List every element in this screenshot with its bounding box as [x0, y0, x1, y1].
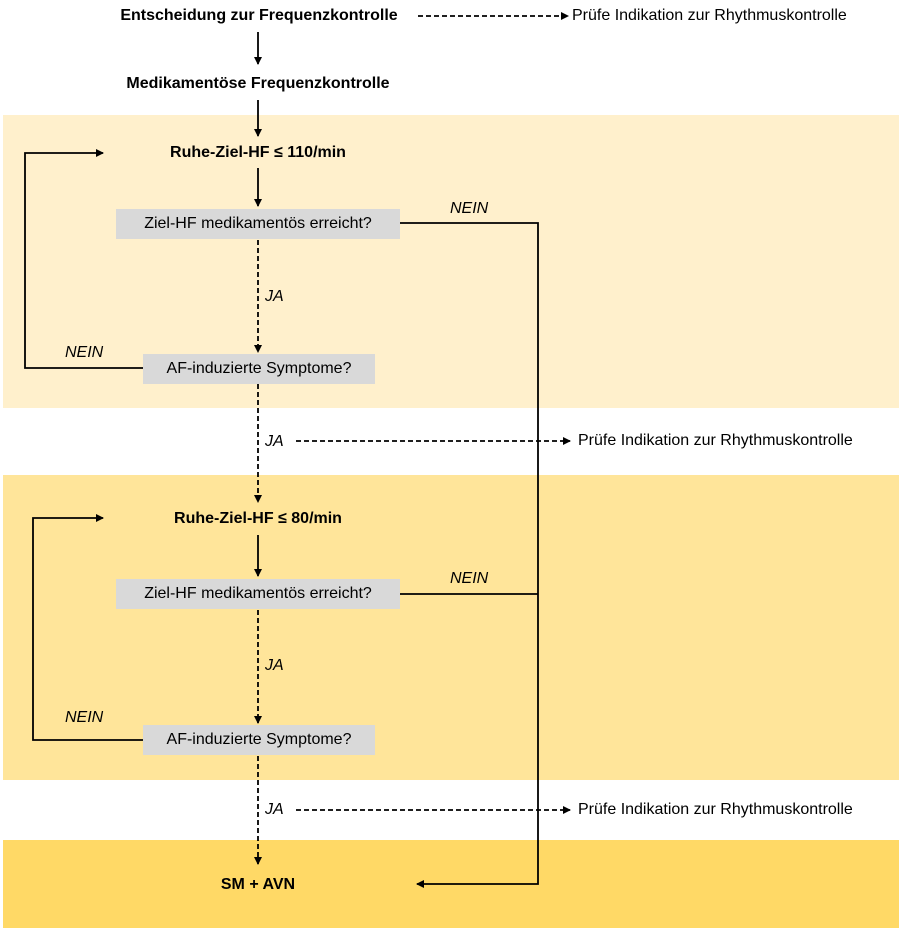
node-target-hr-110: Ruhe-Ziel-HF ≤ 110/min — [170, 144, 346, 161]
label-ja-reached-1: JA — [265, 288, 284, 305]
node-medication-rate-control: Medikamentöse Frequenzkontrolle — [126, 75, 390, 92]
node-decision-start: Entscheidung zur Frequenzkontrolle — [120, 7, 398, 24]
node-final-sm-avn: SM + AVN — [220, 876, 296, 893]
label-ja-symptoms-2: JA — [265, 801, 284, 818]
label-ja-reached-2: JA — [265, 657, 284, 674]
node-target-hr-80: Ruhe-Ziel-HF ≤ 80/min — [174, 510, 342, 527]
label-nein-symptoms-2: NEIN — [65, 709, 104, 726]
line-question-1-nein — [400, 222, 539, 888]
decision-target-reached-2: Ziel-HF medikamentös erreicht? — [116, 579, 400, 609]
decision-af-symptoms-1: AF-induzierte Symptome? — [143, 354, 375, 384]
loop-symptoms-1-nein — [24, 149, 143, 369]
label-nein-reached-1: NEIN — [450, 200, 489, 217]
loop-symptoms-2-nein — [32, 514, 143, 741]
node-check-rhythm-top: Prüfe Indikation zur Rhythmuskontrolle — [572, 7, 847, 24]
decision-af-symptoms-2: AF-induzierte Symptome? — [143, 725, 375, 755]
node-check-rhythm-mid: Prüfe Indikation zur Rhythmuskontrolle — [578, 432, 853, 449]
label-nein-symptoms-1: NEIN — [65, 344, 104, 361]
decision-target-reached-1: Ziel-HF medikamentös erreicht? — [116, 209, 400, 239]
label-ja-symptoms-1: JA — [265, 433, 284, 450]
label-nein-reached-2: NEIN — [450, 570, 489, 587]
node-check-rhythm-bottom: Prüfe Indikation zur Rhythmuskontrolle — [578, 801, 853, 818]
